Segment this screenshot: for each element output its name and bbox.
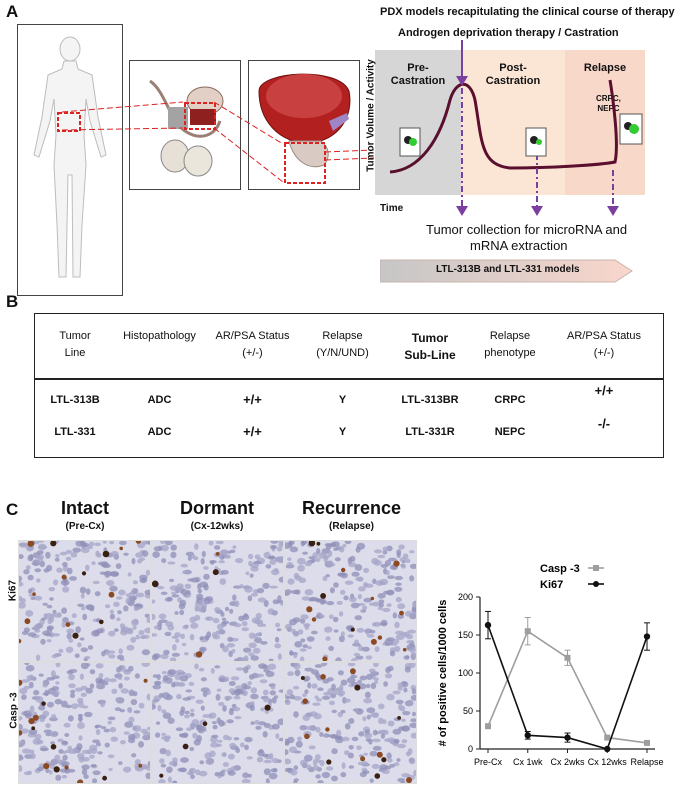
table-cell: Y xyxy=(338,426,347,438)
legend-label-1: Ki67 xyxy=(540,579,563,591)
data-point xyxy=(524,628,531,635)
table-header-2: AR/PSA Status (+/-) xyxy=(215,330,290,359)
collection-text-1: Tumor collection for microRNA and xyxy=(426,222,628,237)
table-header-0: Tumor Line xyxy=(59,330,91,359)
histology-image xyxy=(18,540,151,662)
condition-title-intact: Intact xyxy=(60,498,109,518)
series-line-0 xyxy=(487,629,648,744)
condition-sub-dormant: (Cx-12wks) xyxy=(190,521,244,532)
row-label-ki67: Ki67 xyxy=(7,579,19,602)
legend-marker xyxy=(593,581,599,587)
histology-image xyxy=(284,662,417,784)
table-header-4: Tumor Sub-Line xyxy=(404,331,456,362)
histology-image xyxy=(18,662,151,784)
prostate-box xyxy=(248,60,360,190)
data-point xyxy=(564,654,571,661)
zone-label-relapse: Relapse xyxy=(583,62,627,74)
table-cell: +/+ xyxy=(594,383,614,398)
table-header-divider xyxy=(35,378,663,380)
table-cell: CRPC xyxy=(494,394,526,406)
zone-pre-castration xyxy=(375,50,461,195)
data-point xyxy=(484,621,492,629)
status-table xyxy=(34,313,664,458)
pelvic-organs-icon xyxy=(149,79,224,177)
y-tick-label: 0 xyxy=(468,744,473,754)
x-tick-label: Cx 1wk xyxy=(513,757,543,767)
y-tick-label: 150 xyxy=(458,630,473,640)
x-axis-label-time: Time xyxy=(380,203,404,214)
panel-a-letter: A xyxy=(6,2,19,21)
therapy-course-curve xyxy=(389,40,643,216)
condition-sub-intact: (Pre-Cx) xyxy=(65,521,105,532)
condition-title-dormant: Dormant xyxy=(179,498,254,518)
y-tick-label: 100 xyxy=(458,668,473,678)
table-cell: LTL-313B xyxy=(50,394,100,406)
data-point xyxy=(643,633,651,640)
condition-title-recurrence: Recurrence xyxy=(301,498,402,518)
table-header-1: Histopathology xyxy=(123,330,196,342)
body-illustration-box xyxy=(17,24,123,296)
collection-text-2: mRNA extraction xyxy=(470,238,568,253)
y-tick-label: 50 xyxy=(463,706,473,716)
data-point xyxy=(524,732,531,739)
y-axis-label: # of positive cells/1000 cells xyxy=(437,600,449,747)
histology-image xyxy=(151,540,284,662)
pelvic-organs-box xyxy=(129,60,241,190)
relapse-subtypes: CRPC, NEPC xyxy=(596,94,621,113)
human-body-icon xyxy=(33,36,107,278)
table-cell: LTL-331R xyxy=(405,426,455,438)
zone-label-post: Post- Castration xyxy=(485,62,541,87)
table-cell: NEPC xyxy=(494,426,526,438)
condition-sub-recurrence: (Relapse) xyxy=(328,521,374,532)
zone-label-pre: Pre- Castration xyxy=(390,62,446,87)
data-point xyxy=(644,739,650,746)
data-point xyxy=(564,734,571,741)
legend-marker xyxy=(593,565,599,571)
zoom-connectors xyxy=(61,101,375,183)
x-tick-label: Cx 2wks xyxy=(550,757,585,767)
table-cell: +/+ xyxy=(243,424,262,439)
prostate-icon xyxy=(258,73,351,184)
adt-title: Androgen deprivation therapy / Castratio… xyxy=(398,27,619,39)
table-cell: LTL-331 xyxy=(54,426,96,438)
table-cell: ADC xyxy=(147,394,172,406)
legend-label-0: Casp -3 xyxy=(540,563,580,575)
panel-b-letter: B xyxy=(6,292,19,311)
table-cell: +/+ xyxy=(243,392,262,407)
data-point xyxy=(604,745,611,753)
pdx-title: PDX models recapitulating the clinical c… xyxy=(380,6,675,18)
table-cell: LTL-313BR xyxy=(401,394,459,406)
histology-image xyxy=(151,662,284,784)
panel-c-letter: C xyxy=(6,500,19,519)
data-point xyxy=(604,734,611,741)
models-arrow xyxy=(380,259,633,283)
x-tick-label: Pre-Cx xyxy=(474,757,503,767)
models-arrow-label: LTL-313B and LTL-331 models xyxy=(436,264,580,275)
table-cell: ADC xyxy=(147,426,172,438)
table-header-3: Relapse (Y/N/UND) xyxy=(316,330,369,359)
series-line-1 xyxy=(487,624,648,750)
data-point xyxy=(485,723,491,730)
table-header-5: Relapse phenotype xyxy=(484,330,536,359)
table-cell: -/- xyxy=(597,416,611,431)
mouse-icon xyxy=(399,127,421,157)
x-tick-label: Cx 12wks xyxy=(588,757,628,767)
x-tick-label: Relapse xyxy=(630,757,663,767)
table-header-6: AR/PSA Status (+/-) xyxy=(567,330,641,359)
table-cell: Y xyxy=(338,394,347,406)
y-tick-label: 200 xyxy=(458,592,473,602)
histology-image xyxy=(284,540,417,662)
